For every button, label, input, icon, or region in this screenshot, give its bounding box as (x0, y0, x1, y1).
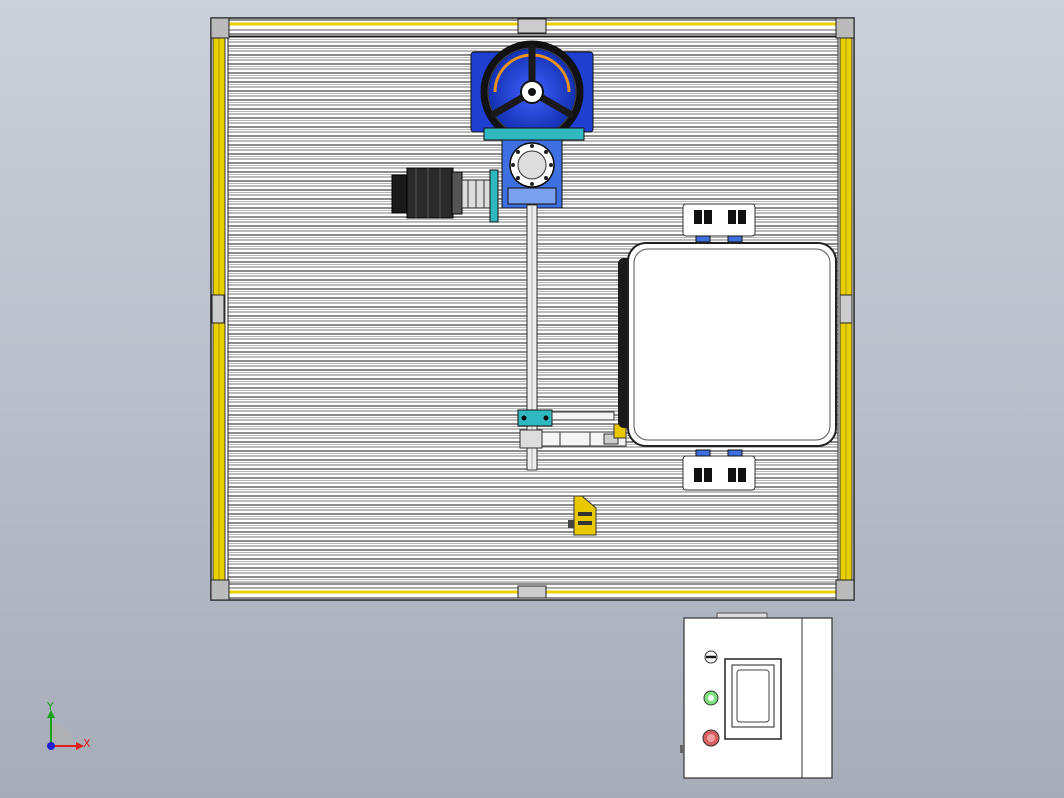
x-axis-label: X (83, 737, 91, 750)
tank-body (627, 242, 837, 447)
control-box[interactable] (680, 612, 833, 779)
motor-endcap (391, 174, 409, 214)
motor-body (406, 167, 454, 219)
selector-switch-icon[interactable] (704, 650, 718, 664)
motor-flange (451, 171, 463, 215)
tank[interactable] (618, 203, 837, 491)
carriage-arm (551, 411, 615, 421)
z-axis-dot (47, 742, 55, 750)
y-axis-label: Y (46, 700, 54, 713)
axis-triad: Y X (46, 700, 91, 750)
carriage-slider[interactable] (517, 409, 627, 449)
coupling-bracket (489, 169, 499, 223)
handwheel-mount (483, 127, 585, 141)
yellow-sensor[interactable] (568, 495, 597, 536)
hmi-screen[interactable] (724, 658, 782, 740)
servo-motor[interactable] (391, 167, 499, 223)
corner-bracket (210, 17, 855, 601)
handwheel-assembly[interactable] (470, 40, 594, 209)
